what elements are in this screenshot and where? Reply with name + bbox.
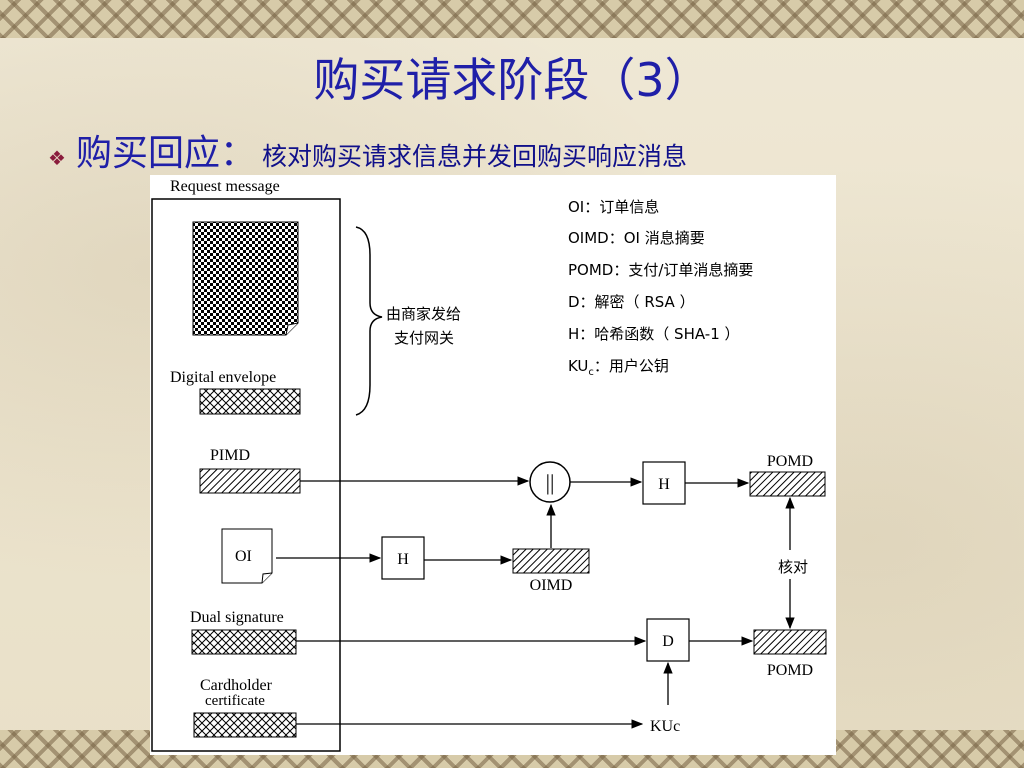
legend-item: H：哈希函数（ SHA-1 ） — [568, 325, 740, 343]
pomd-bottom-label: POMD — [767, 662, 813, 679]
hash-label-top: H — [658, 476, 670, 493]
decrypt-label: D — [662, 633, 674, 650]
dual-signature-label: Dual signature — [190, 609, 284, 626]
pimd-bar — [199, 468, 301, 494]
legend-ku-sub: c — [588, 367, 594, 378]
cardholder-label-line2: certificate — [205, 693, 265, 709]
hash-label-middle: H — [397, 551, 409, 568]
legend-item: OI：订单信息 — [568, 198, 659, 216]
legend: OI：订单信息 OIMD：OI 消息摘要 POMD：支付/订单消息摘要 D：解密… — [568, 198, 753, 378]
diagram-panel: Request message Digital envelope 由商家发给 支… — [150, 175, 836, 755]
bullet-row: ❖ 购买回应： 核对购买请求信息并发回购买响应消息 — [48, 124, 948, 174]
legend-item: D：解密（ RSA ） — [568, 293, 695, 311]
pomd-top-label: POMD — [767, 453, 813, 470]
diagram-svg: Request message Digital envelope 由商家发给 支… — [151, 178, 827, 752]
oimd-bar — [512, 548, 590, 574]
cardholder-certificate-bar — [193, 712, 297, 738]
pimd-label: PIMD — [210, 447, 250, 464]
concatenation-symbol: || — [546, 470, 555, 495]
legend-item-ku: KUc：用户公钥 — [568, 357, 669, 378]
legend-item: POMD：支付/订单消息摘要 — [568, 261, 753, 279]
legend-item: OIMD：OI 消息摘要 — [568, 229, 705, 247]
bullet-label: 购买回应： — [75, 133, 256, 174]
curly-brace — [355, 226, 383, 416]
dual-signature-bar — [191, 629, 297, 655]
digital-envelope-bar — [199, 388, 301, 415]
encrypted-block-fold — [285, 322, 299, 336]
compare-label: 核对 — [778, 558, 808, 576]
legend-ku-prefix: KU — [568, 357, 588, 375]
request-message-label: Request message — [170, 178, 280, 195]
oi-label: OI — [235, 548, 252, 565]
slide-title: 购买请求阶段（3） — [313, 53, 711, 107]
decrypt-box — [646, 618, 690, 662]
hash-box-middle — [381, 536, 425, 580]
pomd-bottom-bar — [753, 629, 827, 655]
decorative-border-top — [0, 0, 1024, 38]
oimd-label: OIMD — [530, 577, 573, 594]
brace-note-line1: 由商家发给 — [386, 305, 461, 323]
brace-note-line2: 支付网关 — [394, 329, 454, 347]
digital-envelope-label: Digital envelope — [170, 369, 276, 386]
kuc-label: KUc — [650, 718, 680, 735]
legend-ku-suffix: ：用户公钥 — [594, 357, 669, 375]
pomd-top-bar — [749, 471, 826, 497]
flow-arrows — [276, 476, 795, 729]
cardholder-label-line1: Cardholder — [200, 677, 273, 694]
hash-box-top — [642, 461, 686, 505]
request-message-box — [151, 198, 341, 752]
diamond-bullet-icon: ❖ — [48, 146, 66, 170]
encrypted-block — [192, 221, 299, 336]
oi-document-fold — [261, 572, 273, 584]
bullet-text: 核对购买请求信息并发回购买响应消息 — [261, 142, 687, 171]
